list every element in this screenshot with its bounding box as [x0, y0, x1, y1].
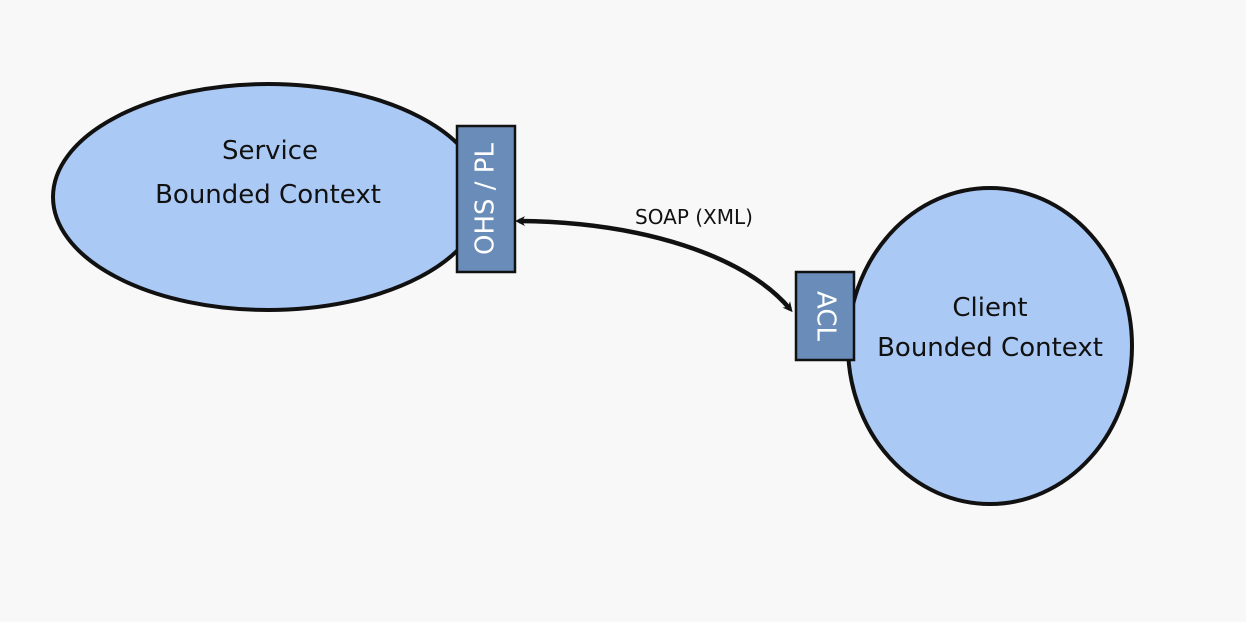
client-context-subtitle: Bounded Context [877, 333, 1103, 363]
service-bounded-context: Service Bounded Context [51, 82, 485, 312]
ohs-pl-label: OHS / PL [471, 143, 501, 255]
ohs-pl-box: OHS / PL [455, 124, 517, 274]
acl-box: ACL [794, 270, 856, 362]
ohs-pl-rect [455, 124, 517, 274]
service-context-title: Service [222, 136, 318, 166]
soap-connection-arrow [515, 216, 793, 313]
acl-label: ACL [811, 291, 841, 341]
service-context-subtitle: Bounded Context [155, 180, 381, 210]
soap-connection: SOAP (XML) [515, 205, 793, 313]
acl-rect [794, 270, 856, 362]
client-context-title: Client [952, 293, 1027, 323]
soap-connection-label: SOAP (XML) [635, 205, 753, 229]
client-bounded-context: Client Bounded Context [846, 186, 1134, 506]
